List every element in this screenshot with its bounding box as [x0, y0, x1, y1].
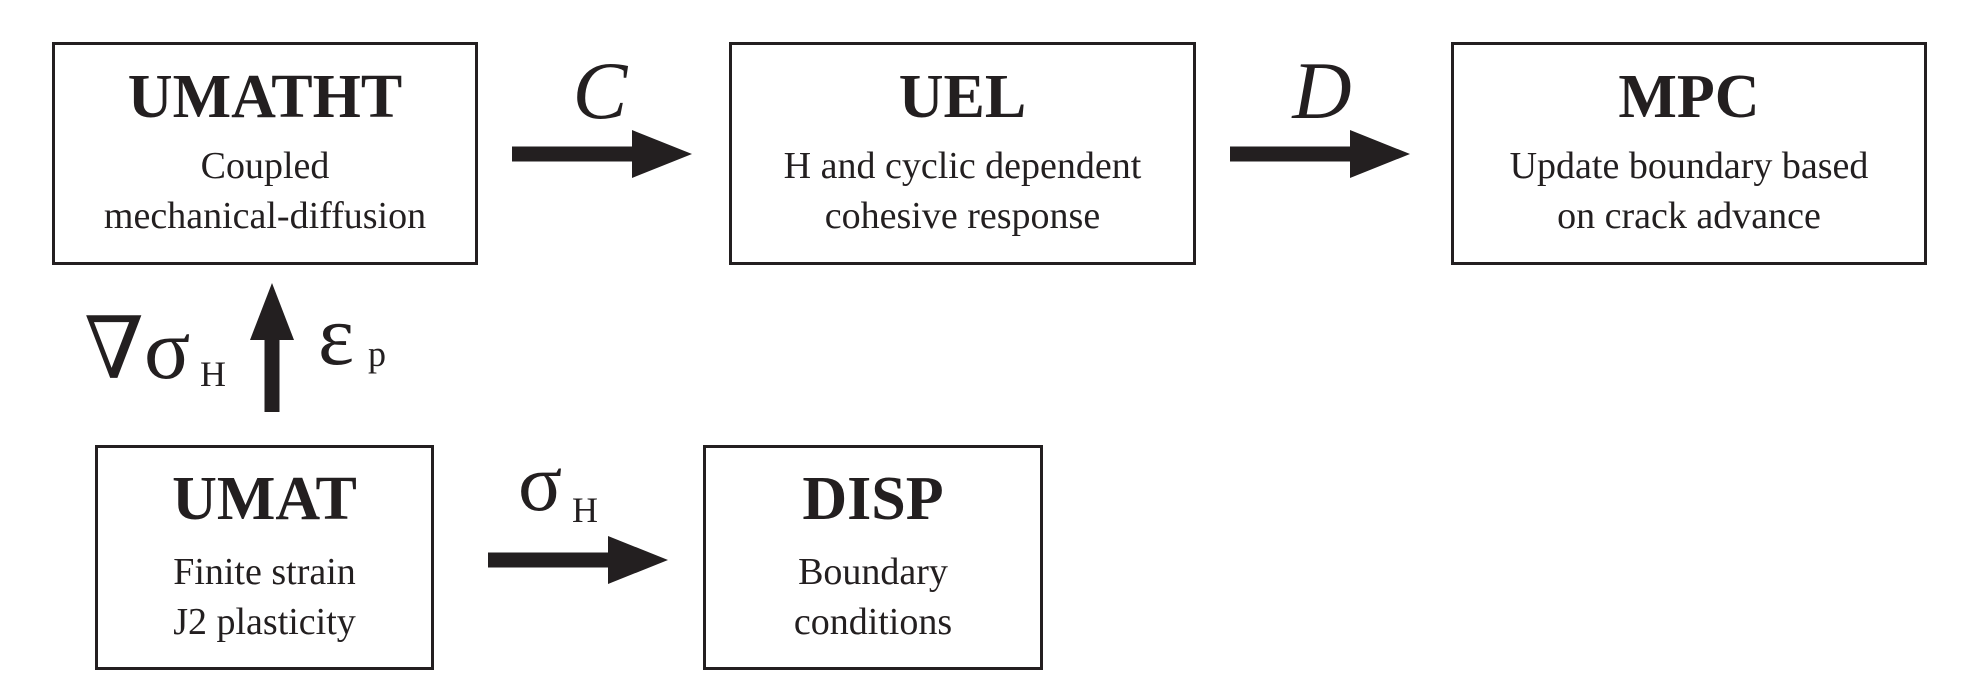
- arrow-umat-to-disp: [488, 536, 668, 584]
- disp-box: DISP Boundary conditions: [703, 445, 1043, 670]
- arrow-uel-to-mpc: [1230, 130, 1410, 178]
- umatht-title: UMATHT: [127, 63, 403, 132]
- umatht-line-2: mechanical-diffusion: [103, 194, 427, 237]
- umat-line-1: Finite strain: [173, 551, 356, 594]
- umatht-box: UMATHT Coupled mechanical-diffusion: [52, 42, 478, 265]
- mpc-box: MPC Update boundary based on crack advan…: [1451, 42, 1927, 265]
- umat-title: UMAT: [172, 465, 357, 534]
- disp-title: DISP: [802, 465, 944, 534]
- umat-line-2: J2 plasticity: [173, 600, 356, 643]
- uel-line-2: cohesive response: [824, 194, 1101, 237]
- mpc-title: MPC: [1618, 63, 1760, 132]
- label-epsilon: ε: [318, 287, 354, 383]
- uel-line-1: H and cyclic dependent: [783, 145, 1142, 188]
- arrow-umat-to-umatht: [250, 283, 294, 412]
- label-sigma-h-sub: H: [572, 490, 598, 530]
- label-d: D: [1291, 45, 1351, 136]
- mpc-line-1: Update boundary based: [1509, 145, 1869, 188]
- label-epsilon-sub: p: [368, 334, 386, 374]
- label-c: C: [573, 45, 629, 136]
- umat-box: UMAT Finite strain J2 plasticity: [95, 445, 434, 670]
- uel-box: UEL H and cyclic dependent cohesive resp…: [729, 42, 1196, 265]
- label-grad-sigma: ∇σ: [84, 301, 190, 397]
- disp-line-2: conditions: [793, 600, 953, 643]
- arrow-umatht-to-uel: [512, 130, 692, 178]
- mpc-line-2: on crack advance: [1557, 194, 1821, 237]
- label-grad-sigma-sub: H: [200, 354, 226, 394]
- umatht-line-1: Coupled: [200, 145, 330, 188]
- disp-line-1: Boundary: [798, 551, 948, 594]
- uel-title: UEL: [898, 63, 1027, 132]
- label-sigma-h: σ: [518, 437, 562, 528]
